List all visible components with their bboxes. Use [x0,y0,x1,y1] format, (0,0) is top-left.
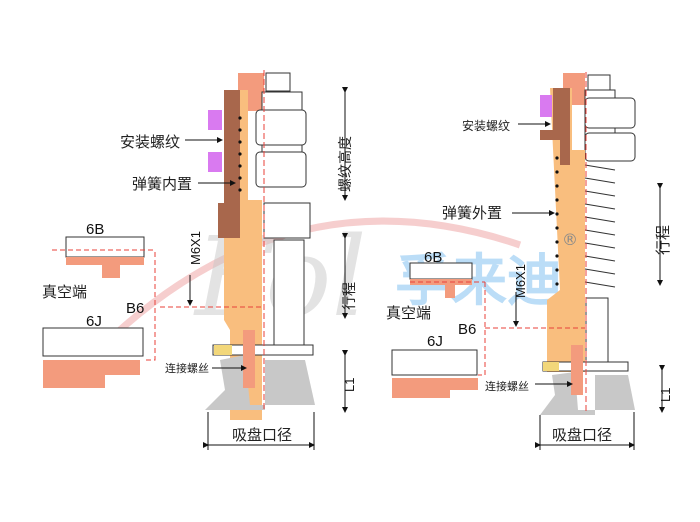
label-stroke-right: 行程 [654,225,672,255]
label-spring-outside: 弹簧外置 [442,204,502,222]
label-thread-height: 螺纹高度 [337,136,354,192]
label-l1: L1 [342,378,357,392]
label-connect-thread-right: 连接螺丝 [485,380,529,393]
label-6j-right: 6J [427,333,443,350]
label-spring-inside: 弹簧内置 [132,175,192,193]
label-6b: 6B [86,221,104,238]
left-assembly [42,70,348,450]
right-assembly [391,72,665,450]
label-l1-right: L1 [658,388,673,402]
label-port-thread-right: M6X1 [513,264,528,298]
watermark: Fol 孚来迪 [117,213,563,341]
label-port-thread: M6X1 [188,231,203,265]
label-vacuum-port: 真空端 [42,283,87,301]
label-b6-right: B6 [458,321,476,338]
nut [208,110,222,172]
label-mount-thread: 安装螺纹 [120,133,180,151]
flange [224,90,240,205]
label-vacuum-port-right: 真空端 [386,304,431,322]
label-b6: B6 [126,300,144,317]
label-connect-thread: 连接螺丝 [165,362,209,375]
label-mount-thread-right: 安装螺纹 [462,118,510,133]
label-cup-diameter: 吸盘口径 [232,426,292,444]
label-cup-diameter-right: 吸盘口径 [552,426,612,444]
label-6j: 6J [86,313,102,330]
registered-mark: ® [562,230,578,249]
label-6b-right: 6B [424,249,442,266]
label-stroke: 行程 [342,282,358,310]
